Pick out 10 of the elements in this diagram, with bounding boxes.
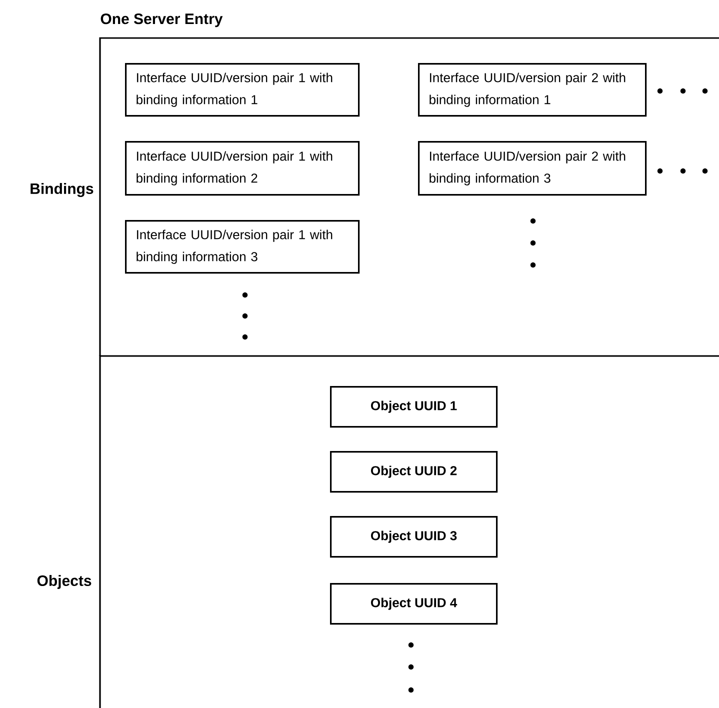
interface-box: Interface UUID/version pair 2 with binding information 3 xyxy=(418,141,647,196)
object-box: Object UUID 4 xyxy=(330,583,498,625)
interface-box: Interface UUID/version pair 1 with binding information 2 xyxy=(125,141,360,196)
object-box: Object UUID 1 xyxy=(330,386,498,428)
interface-box: Interface UUID/version pair 1 with binding information 3 xyxy=(125,220,360,274)
object-box: Object UUID 2 xyxy=(330,451,498,493)
interface-box: Interface UUID/version pair 2 with binding information 1 xyxy=(418,63,647,117)
object-box: Object UUID 3 xyxy=(330,516,498,558)
diagram-title: One Server Entry xyxy=(100,14,223,28)
interface-box: Interface UUID/version pair 1 with binding information 1 xyxy=(125,63,360,117)
